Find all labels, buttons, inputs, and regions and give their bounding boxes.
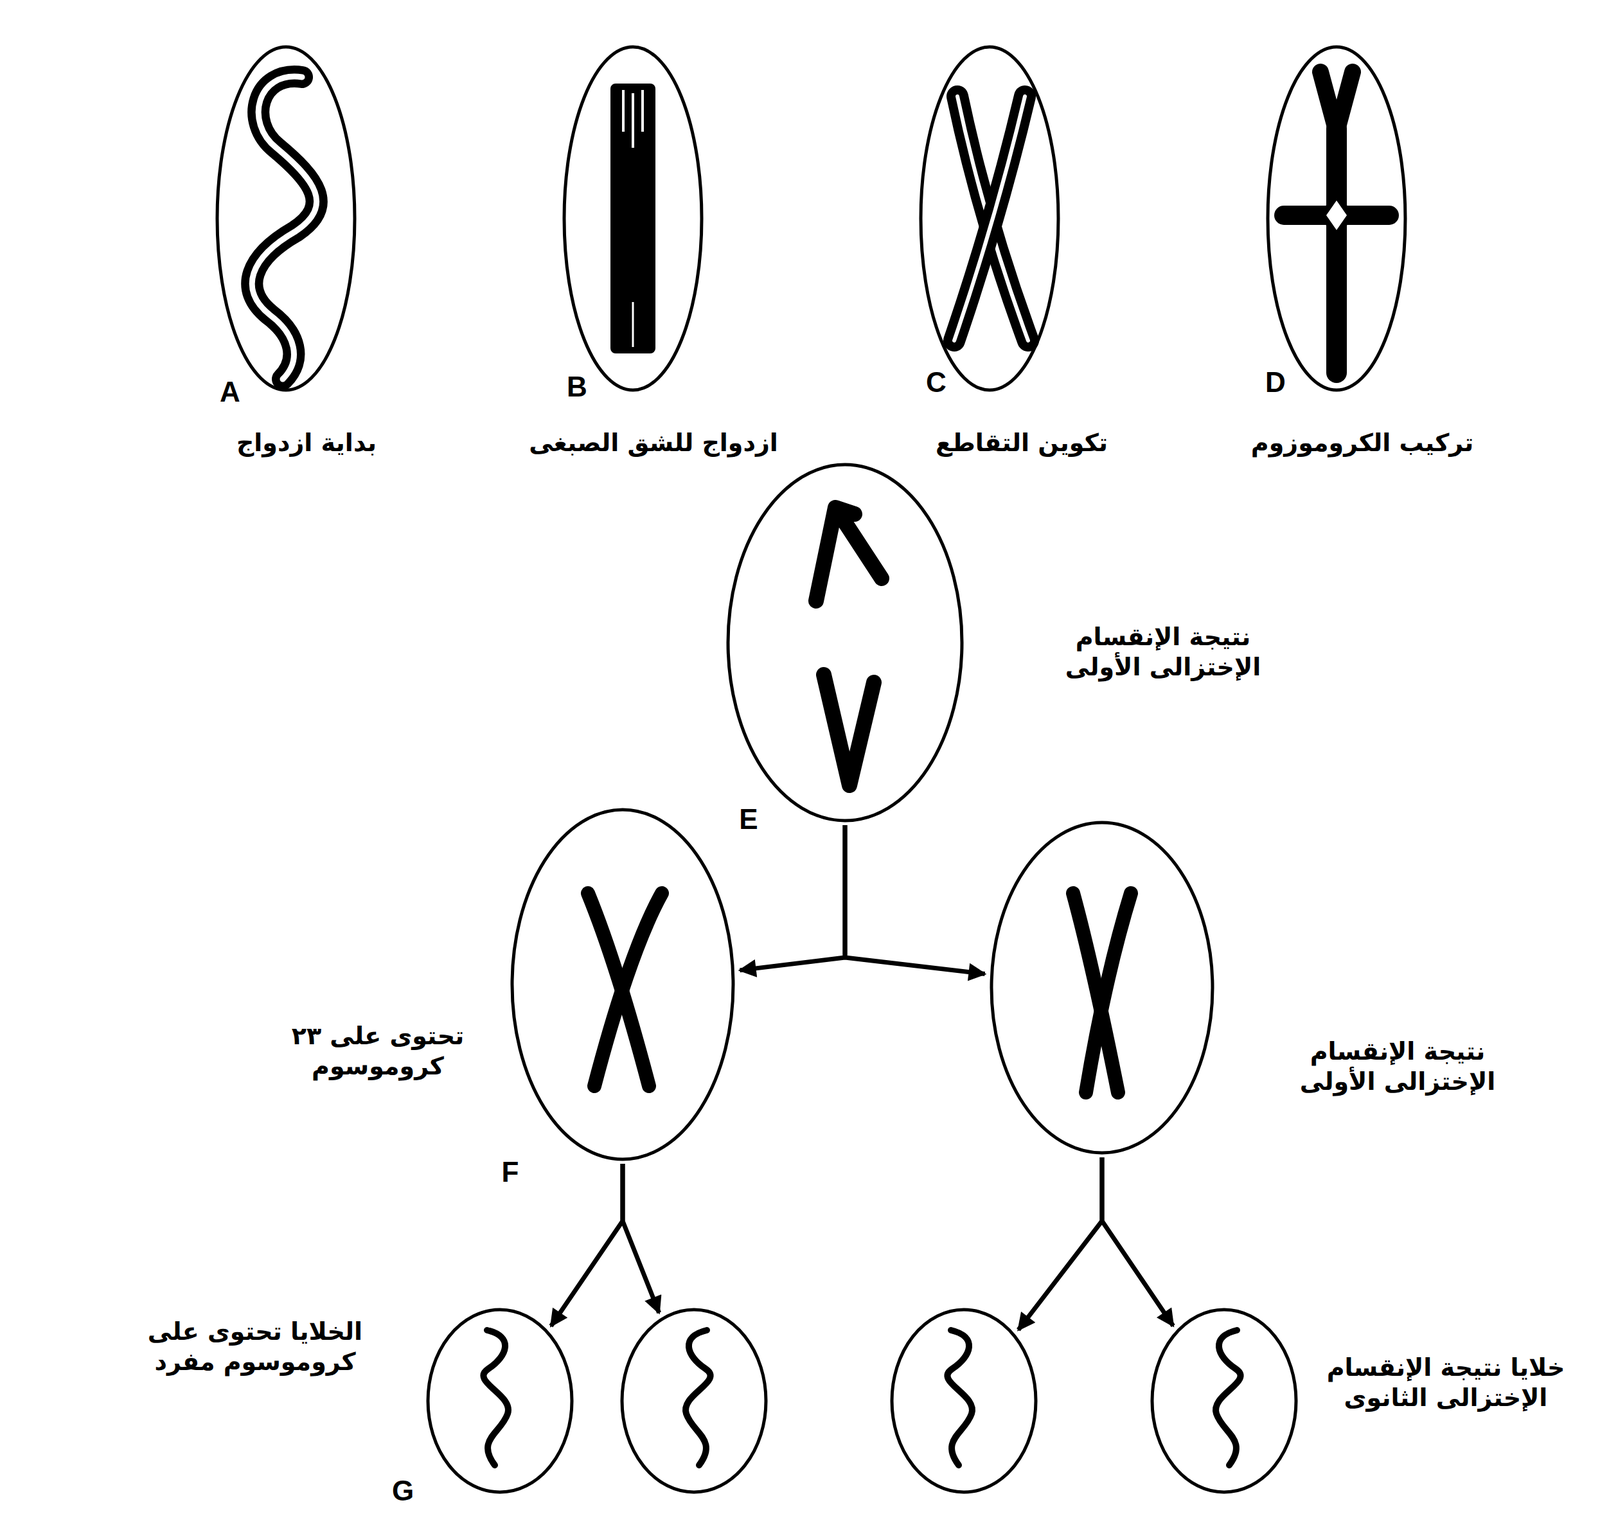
centromere-gap — [1326, 200, 1347, 231]
division-arrow — [1102, 1157, 1174, 1326]
cell-circle — [620, 1307, 768, 1494]
paired-chromosome — [251, 76, 317, 380]
cell-membrane — [1267, 46, 1406, 391]
cell-membrane — [217, 46, 355, 391]
cell-outline — [1265, 44, 1408, 392]
cell-membrane — [920, 46, 1059, 391]
stage-letter: F — [490, 1156, 530, 1188]
cell-membrane — [1152, 1309, 1297, 1493]
division-arrow — [622, 1163, 660, 1313]
cell-circle: خلايا نتيجة الإنقسام الإختزالى الثانوى — [1150, 1307, 1298, 1494]
cell-outline — [889, 1307, 1038, 1494]
chromosome-structure — [1318, 191, 1355, 240]
chromosome — [1085, 893, 1131, 1093]
division-arrow — [739, 825, 845, 971]
separating-chromosome — [823, 674, 874, 786]
chromatid-gap — [631, 93, 635, 148]
cell-outline — [918, 44, 1061, 392]
cell-membrane — [991, 822, 1213, 1153]
single-chromosome — [947, 1330, 973, 1466]
stage-caption: تركيب الكروموزوم — [1208, 427, 1517, 459]
division-arrow — [550, 1163, 623, 1326]
stage-letter: B — [557, 371, 597, 403]
stage-caption: تحتوى على ٢٣ كروموسوم — [271, 1021, 484, 1083]
chromatid-gap — [622, 89, 625, 132]
cell-membrane — [427, 1309, 572, 1493]
stage-caption: خلايا نتيجة الإنقسام الإختزالى الثانوى — [1317, 1352, 1575, 1414]
cell-outline — [1150, 1307, 1298, 1494]
chromosome — [594, 893, 662, 1086]
cell-outline — [620, 1307, 768, 1494]
stage-letter: G — [383, 1475, 423, 1507]
cell-circle: Gالخلايا تحتوى على كروموسوم مفرد — [426, 1307, 574, 1494]
single-chromosome — [685, 1330, 711, 1466]
crossing-chromosome — [954, 96, 1025, 341]
stage-letter: D — [1256, 366, 1295, 398]
chromosome-gap — [251, 76, 317, 380]
cell-outline — [426, 1307, 574, 1494]
chromatid-gap — [641, 89, 644, 132]
division-arrow — [844, 825, 986, 975]
cell-circle: نتيجة الإنقسام الإختزالى الأولى — [989, 820, 1215, 1155]
cell-membrane — [564, 46, 702, 391]
chromosome-structure — [1326, 128, 1347, 373]
cell-outline — [510, 807, 736, 1162]
cell-membrane — [728, 464, 962, 821]
single-chromosome — [483, 1330, 509, 1466]
stage-letter: E — [729, 803, 768, 835]
chromatid-gap — [632, 302, 635, 347]
cell-outline — [989, 820, 1215, 1155]
cell-outline — [726, 462, 964, 823]
cell-circle: Cتكوين التقاطع — [918, 44, 1061, 392]
cell-circle: Dتركيب الكروموزوم — [1265, 44, 1408, 392]
cell-membrane — [622, 1309, 766, 1493]
stage-caption: الخلايا تحتوى على كروموسوم مفرد — [133, 1316, 378, 1378]
chromatid-bundle — [610, 83, 656, 354]
cell-circle: Aبداية ازدواج — [215, 44, 357, 392]
cell-circle: Eنتيجة الإنقسام الإختزالى الأولى — [726, 462, 964, 823]
single-chromosome — [1215, 1330, 1241, 1466]
cell-membrane — [891, 1309, 1036, 1493]
cell-outline — [215, 44, 357, 392]
stage-caption: بداية ازدواج — [145, 427, 468, 459]
cell-circle: Bازدواج للشق الصبغى — [562, 44, 704, 392]
stage-caption: ازدواج للشق الصبغى — [492, 427, 815, 459]
stage-caption: نتيجة الإنقسام الإختزالى الأولى — [1040, 622, 1286, 684]
stage-caption: نتيجة الإنقسام الإختزالى الأولى — [1275, 1036, 1520, 1098]
separating-chromosome — [816, 507, 882, 601]
stage-caption: تكوين التقاطع — [867, 427, 1176, 459]
division-arrow — [1018, 1157, 1103, 1330]
stage-letter: C — [916, 366, 956, 398]
chromosome-gap — [954, 96, 1025, 341]
stage-letter: A — [210, 376, 250, 408]
cell-circle: Fتحتوى على ٢٣ كروموسوم — [510, 807, 736, 1162]
cell-membrane — [512, 809, 734, 1160]
cell-circle — [889, 1307, 1038, 1494]
cell-outline — [562, 44, 704, 392]
